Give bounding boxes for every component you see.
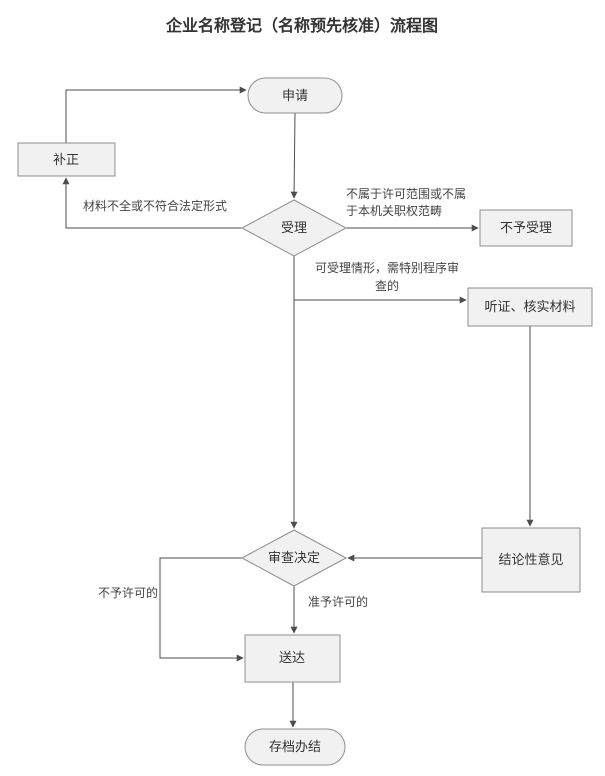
edge-apply-to-acceptance — [290, 112, 298, 199]
node-not-accepted: 不予受理 — [479, 209, 573, 247]
node-conclusive-opinion: 结论性意见 — [481, 527, 581, 593]
node-conclusive-opinion-shape — [481, 527, 581, 593]
flowchart-title: 企业名称登记（名称预先核准）流程图 — [165, 16, 438, 35]
edge-label-out-of-scope-line1: 不属于许可范围或不属 — [346, 187, 466, 201]
node-not-accepted-shape — [479, 209, 573, 247]
node-conclusive-opinion-label: 结论性意见 — [498, 552, 563, 568]
node-acceptance: 受理 — [240, 199, 348, 257]
edge-acceptance-to-correction — [62, 177, 242, 229]
edge-label-special-procedure-line1: 可受理情形，需特别程序审 — [315, 260, 459, 275]
node-review-decision-shape — [240, 529, 348, 587]
node-not-accepted-label: 不予受理 — [500, 221, 552, 236]
node-hearing-label: 听证、核实材料 — [484, 300, 575, 315]
node-delivery-shape — [244, 634, 341, 683]
edge-label-out-of-scope-line2: 于本机关职权范畴 — [346, 204, 442, 218]
node-correction-shape — [17, 142, 116, 177]
node-acceptance-shape — [240, 199, 348, 257]
edge-label-not-permitted: 不予许可的 — [98, 585, 158, 600]
node-correction-label: 补正 — [53, 153, 79, 168]
flowchart-edge-labels: 材料不全或不符合法定形式 不属于许可范围或不属 于本机关职权范畴 可受理情形，需… — [83, 187, 466, 609]
node-apply-shape — [247, 77, 343, 114]
node-delivery: 送达 — [244, 634, 341, 683]
node-review-decision: 审查决定 — [240, 529, 348, 587]
node-archive-shape — [244, 728, 346, 766]
node-hearing: 听证、核实材料 — [467, 287, 593, 327]
edge-label-materials-incomplete: 材料不全或不符合法定形式 — [83, 198, 227, 213]
edge-label-permitted: 准予许可的 — [308, 594, 368, 609]
node-apply-label: 申请 — [282, 89, 308, 104]
node-acceptance-label: 受理 — [281, 221, 307, 236]
node-hearing-shape — [467, 287, 593, 327]
edge-label-special-procedure-line2: 查的 — [375, 278, 399, 293]
node-apply: 申请 — [247, 77, 343, 114]
node-delivery-label: 送达 — [279, 651, 305, 666]
node-correction: 补正 — [17, 142, 116, 177]
flowchart-edges — [62, 86, 534, 728]
node-archive-label: 存档办结 — [269, 740, 321, 755]
node-review-decision-label: 审查决定 — [268, 551, 320, 566]
edge-correction-to-apply — [65, 86, 247, 143]
edge-review-decision-not-permitted-to-delivery — [159, 557, 244, 662]
node-archive: 存档办结 — [244, 728, 346, 766]
